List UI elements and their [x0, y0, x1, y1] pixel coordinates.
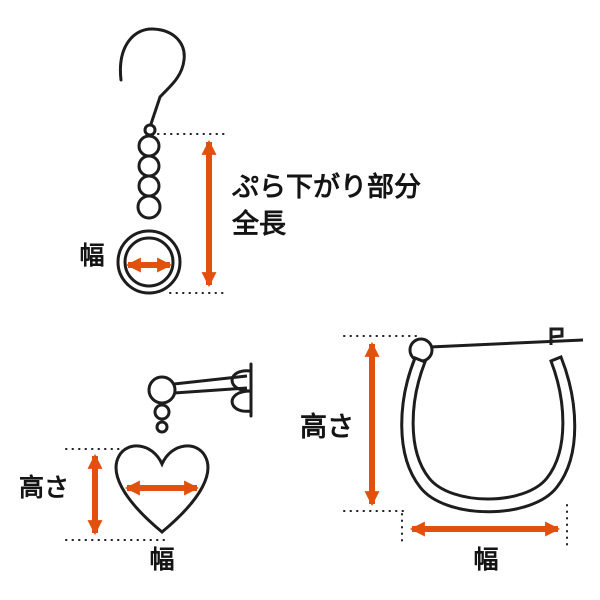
dangle-length-label-line2: 全長: [231, 208, 287, 240]
hook-loop: [143, 123, 157, 137]
hoop-latch-flag: [549, 327, 564, 345]
dangle-length-label-line1: ぷら下がり部分: [231, 171, 421, 203]
hoop-earring-figure: [400, 327, 584, 514]
butterfly-back: [230, 362, 253, 418]
stud-ball: [147, 375, 177, 405]
hook-earring-figure: [116, 27, 186, 295]
stud-post-bottom: [173, 386, 248, 395]
bead: [153, 403, 171, 421]
hook-width-measure: 幅: [79, 241, 173, 273]
bead: [155, 420, 169, 434]
bead: [137, 174, 161, 198]
heart-width-measure: 幅: [124, 480, 200, 574]
hoop-latch-wire: [429, 338, 584, 349]
stud-post-top: [173, 374, 248, 386]
bead: [136, 194, 162, 220]
bead: [137, 134, 161, 158]
hoop-width-label: 幅: [473, 545, 498, 574]
heart-height-measure: 高さ: [19, 448, 171, 541]
bead: [137, 154, 161, 178]
hoop-height-label: 高さ: [300, 411, 354, 443]
stud-heart-earring-figure: [114, 362, 253, 534]
heart-height-label: 高さ: [19, 473, 69, 502]
hook-width-label: 幅: [79, 241, 104, 270]
heart-charm: [114, 444, 210, 534]
ring-charm-inner: [123, 236, 175, 288]
hoop-width-measure: 幅: [401, 504, 568, 574]
ear-hook-wire: [118, 27, 186, 126]
hoop-body: [400, 355, 577, 514]
heart-width-label: 幅: [149, 545, 174, 574]
hoop-height-measure: 高さ: [300, 335, 419, 512]
hoop-hinge-ring: [408, 337, 434, 363]
ring-charm-outer: [116, 229, 182, 295]
dangle-length-measure: ぷら下がり部分 全長: [157, 133, 421, 294]
